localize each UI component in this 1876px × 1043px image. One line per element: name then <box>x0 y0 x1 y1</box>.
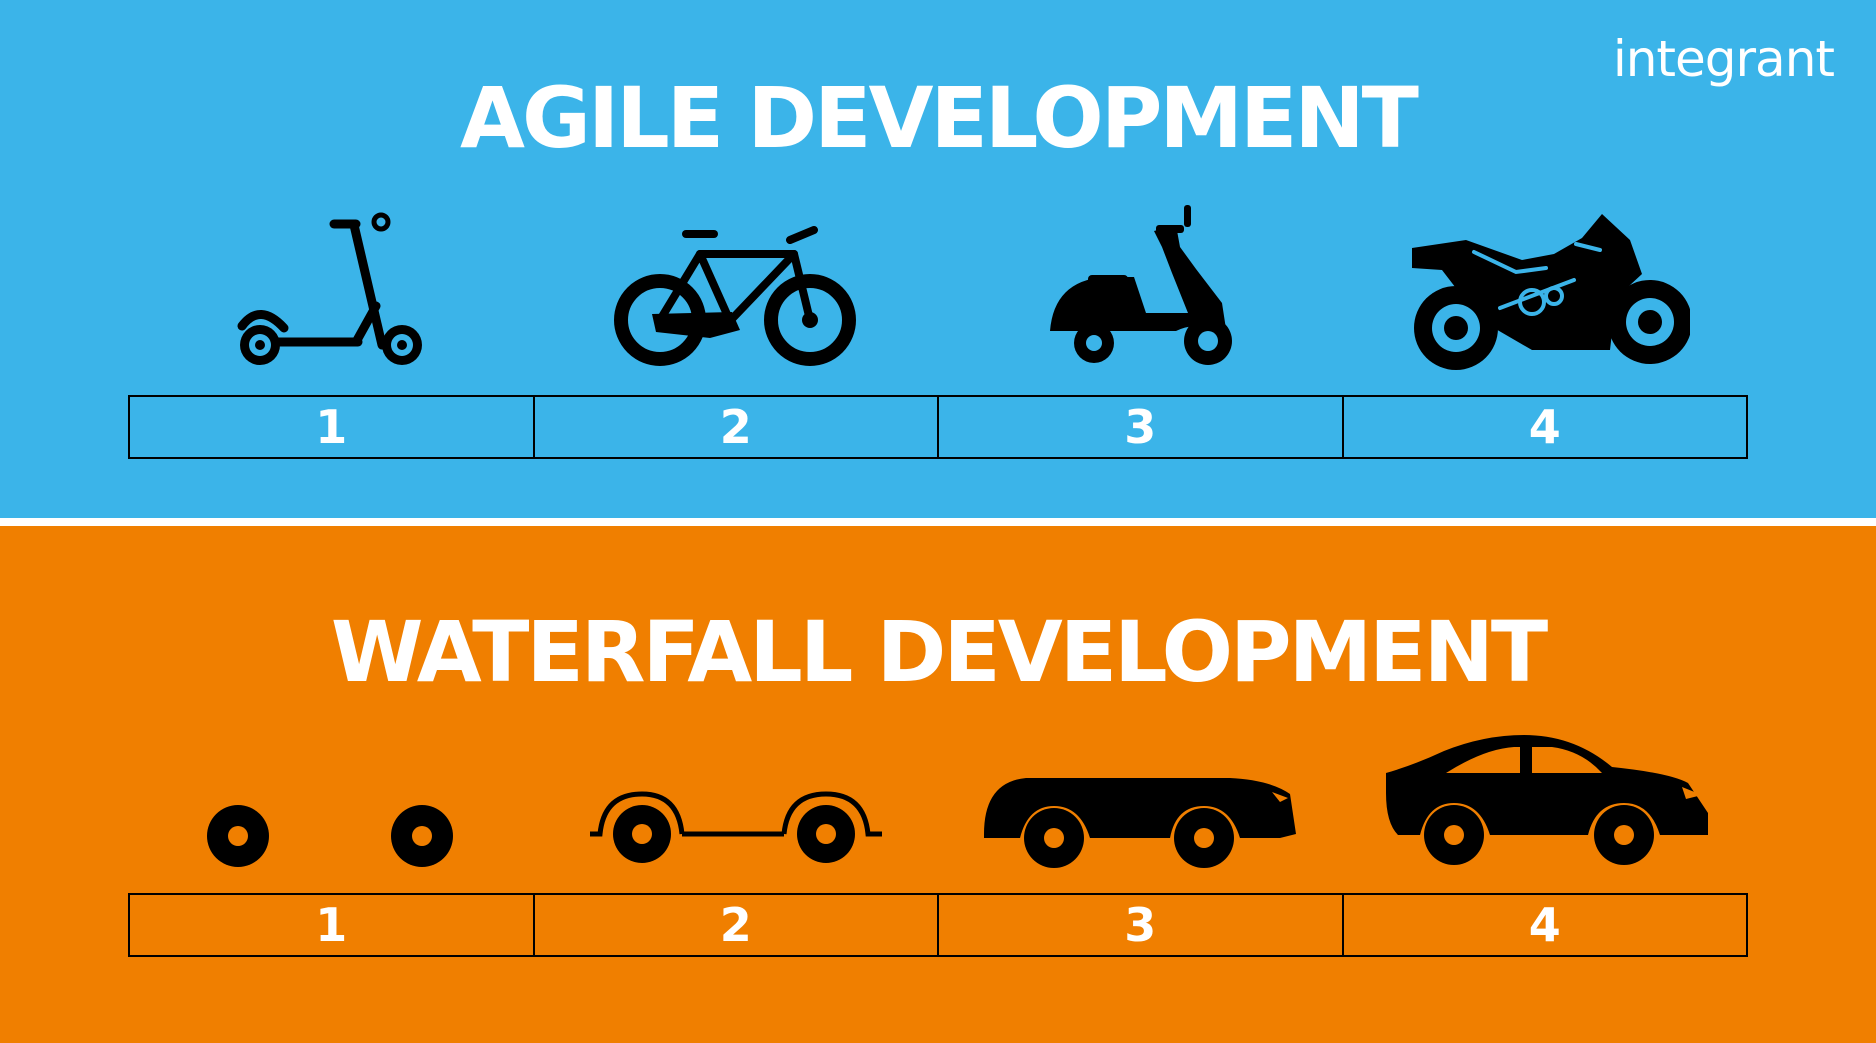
motorcycle-icon <box>1412 214 1690 370</box>
waterfall-stage-2: 2 <box>535 895 939 955</box>
agile-stage-2: 2 <box>535 397 939 457</box>
agile-stage-3: 3 <box>939 397 1344 457</box>
car-icon <box>1386 735 1708 865</box>
waterfall-stage-3: 3 <box>939 895 1344 955</box>
car-body-icon <box>984 778 1296 868</box>
waterfall-stage-4: 4 <box>1528 898 1561 952</box>
kick-scooter-icon <box>237 212 422 365</box>
panel-divider <box>0 518 1876 526</box>
waterfall-timeline: 1 2 3 4 <box>128 893 1748 957</box>
integrant-logo: integrant <box>1612 30 1835 88</box>
waterfall-stage-1: 1 <box>130 895 535 955</box>
waterfall-title: WATERFALL DEVELOPMENT <box>330 603 1548 701</box>
chassis-icon <box>590 791 882 863</box>
bicycle-icon <box>614 226 856 366</box>
motor-scooter-icon <box>1050 205 1232 365</box>
wheels-icon <box>207 805 453 867</box>
agile-timeline: 1 2 3 4 <box>128 395 1748 459</box>
agile-stage-4: 4 <box>1528 400 1561 454</box>
agile-title: AGILE DEVELOPMENT <box>460 69 1419 167</box>
agile-stage-1: 1 <box>130 397 535 457</box>
